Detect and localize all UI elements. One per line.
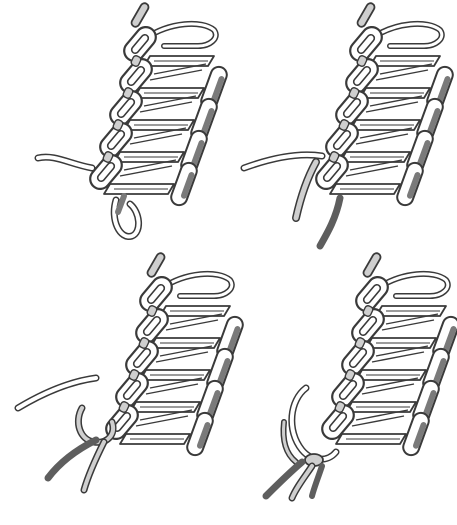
panel-step-3 (18, 252, 245, 490)
panel-step-1 (38, 2, 229, 237)
panel-step-4 (266, 252, 457, 498)
panel-step-2 (244, 2, 455, 246)
